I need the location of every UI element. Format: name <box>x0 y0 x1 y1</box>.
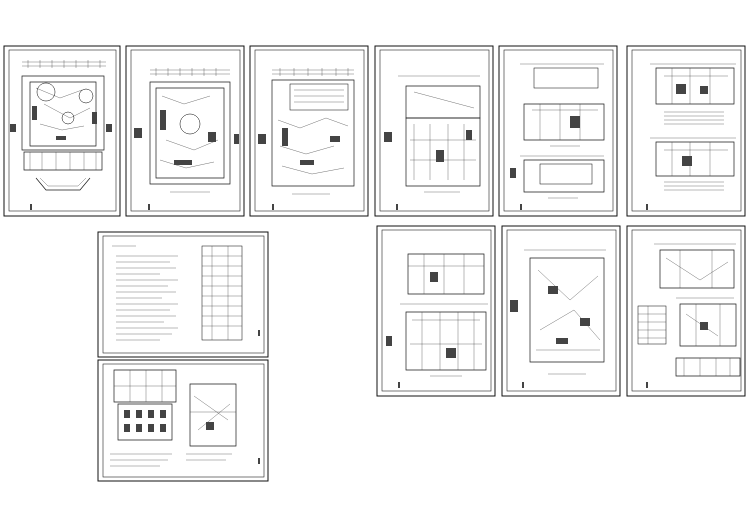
sheet-8-plans-notes[interactable] <box>97 359 269 482</box>
sheet-6-plans[interactable] <box>626 45 746 217</box>
sheet-3-floor-plan[interactable] <box>249 45 369 217</box>
sheet-7-notes-table[interactable] <box>97 231 269 358</box>
sheet-1-floor-plan[interactable] <box>3 45 121 217</box>
sheet-5-partial-plans[interactable] <box>498 45 618 217</box>
sheet-9-plans[interactable] <box>376 225 496 397</box>
sheet-2-floor-plan[interactable] <box>125 45 245 217</box>
sheet-4-floor-plan[interactable] <box>374 45 494 217</box>
sheet-11-plans-legend[interactable] <box>626 225 746 397</box>
sheet-10-floor-plan[interactable] <box>501 225 621 397</box>
